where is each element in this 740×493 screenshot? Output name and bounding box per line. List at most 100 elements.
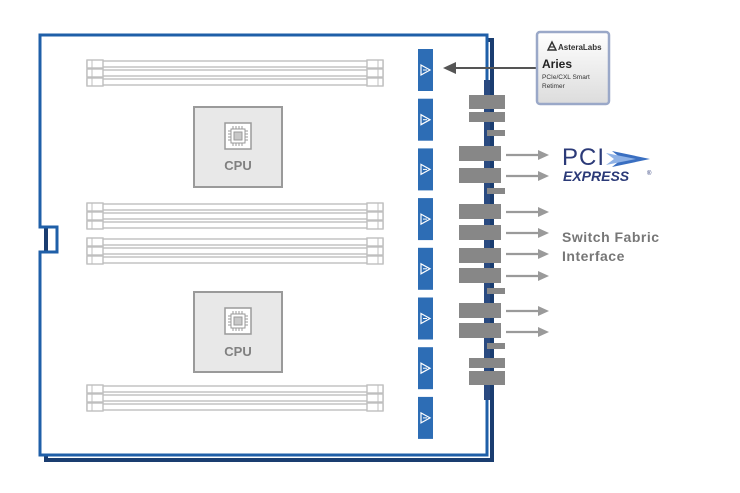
aries-chip-card: AsteraLabs Aries PCIe/CXL Smart Retimer	[535, 30, 611, 106]
arrow-head-icon	[538, 171, 549, 181]
connector-block	[459, 168, 501, 183]
retimer-arrow-icon	[420, 312, 432, 325]
memory-slot	[86, 402, 384, 412]
connector-block	[459, 248, 501, 263]
memory-slot	[86, 68, 384, 78]
fabric-label-line2: Interface	[562, 248, 625, 264]
astera-logo-icon	[546, 40, 558, 51]
memory-slot	[86, 211, 384, 221]
connector-block	[459, 204, 501, 219]
slot-latch-right	[366, 237, 384, 247]
slot-latch-right	[366, 77, 384, 87]
connector-block	[459, 146, 501, 161]
retimer-arrow-icon	[420, 262, 432, 275]
output-arrow	[506, 249, 549, 259]
slot-body	[86, 60, 384, 68]
retimer-arrow-icon	[420, 411, 432, 424]
slot-body	[86, 256, 384, 264]
slot-body	[86, 212, 384, 220]
slot-latch-left	[86, 402, 104, 412]
callout-arrow	[443, 62, 538, 74]
memory-slot	[86, 59, 384, 69]
output-arrow	[506, 228, 549, 238]
pci-logo-mark: ®	[647, 170, 652, 177]
connector-block	[469, 358, 505, 368]
slot-latch-right	[366, 220, 384, 230]
memory-slot	[86, 220, 384, 230]
slot-latch-left	[86, 384, 104, 394]
card-product: Aries	[542, 57, 572, 71]
connector-block	[487, 288, 505, 294]
output-arrow	[506, 306, 549, 316]
slot-latch-left	[86, 68, 104, 78]
output-arrow	[506, 171, 549, 181]
retimer-chip	[418, 347, 433, 390]
cpu-label: CPU	[224, 158, 251, 173]
pci-logo-top: PCI	[562, 144, 605, 171]
retimer-arrow-icon	[420, 63, 432, 77]
slot-latch-right	[366, 211, 384, 221]
retimer-arrow-icon	[420, 213, 432, 226]
arrow-head-icon	[538, 207, 549, 217]
slot-latch-right	[366, 202, 384, 212]
cpu-2: CPU	[193, 291, 283, 373]
arrow-head-icon	[538, 228, 549, 238]
slot-body	[86, 203, 384, 211]
slot-latch-left	[86, 246, 104, 256]
output-arrow	[506, 207, 549, 217]
slot-latch-right	[366, 246, 384, 256]
pci-express-logo: PCI EXPRESS ®	[562, 144, 652, 184]
slot-body	[86, 403, 384, 411]
slot-latch-left	[86, 59, 104, 69]
arrow-head-icon	[538, 249, 549, 259]
slot-body	[86, 385, 384, 393]
output-arrow	[506, 271, 549, 281]
slot-latch-left	[86, 202, 104, 212]
output-arrow	[506, 150, 549, 160]
card-desc-line1: PCIe/CXL Smart	[542, 74, 590, 81]
memory-slots	[86, 59, 384, 412]
slot-latch-left	[86, 393, 104, 403]
slot-latch-right	[366, 393, 384, 403]
slot-latch-right	[366, 384, 384, 394]
arrow-head-icon	[443, 62, 456, 74]
slot-body	[86, 69, 384, 77]
fabric-label-line1: Switch Fabric	[562, 229, 660, 245]
card-desc-line2: Retimer	[542, 83, 566, 90]
cpu-label: CPU	[224, 344, 251, 359]
retimer-arrow-icon	[420, 113, 432, 126]
memory-slot	[86, 393, 384, 403]
retimer-chip	[418, 148, 433, 191]
connector-block	[459, 268, 501, 283]
connector-block	[487, 343, 505, 349]
memory-slot	[86, 237, 384, 247]
connector-block	[487, 130, 505, 136]
memory-slot	[86, 202, 384, 212]
slot-body	[86, 394, 384, 402]
retimer-chip	[418, 98, 433, 141]
retimer-chip	[418, 49, 433, 91]
memory-slot	[86, 255, 384, 265]
pci-logo-bottom: EXPRESS	[563, 168, 630, 184]
arrow-head-icon	[538, 327, 549, 337]
connector-block	[469, 112, 505, 122]
cpu-1: CPU	[193, 106, 283, 188]
cpu-chip-icon	[228, 126, 248, 146]
slot-body	[86, 238, 384, 246]
slot-body	[86, 78, 384, 86]
connector-block	[469, 371, 505, 385]
connector-block	[469, 95, 505, 109]
slot-latch-right	[366, 68, 384, 78]
slot-latch-left	[86, 255, 104, 265]
output-arrow	[506, 327, 549, 337]
retimer-chip	[418, 396, 433, 439]
connector-blocks	[459, 95, 505, 385]
cpu-chip-icon	[228, 311, 248, 331]
memory-slot	[86, 246, 384, 256]
slot-latch-right	[366, 402, 384, 412]
retimer-arrow-icon	[420, 163, 432, 176]
connector-block	[459, 303, 501, 318]
slot-latch-left	[86, 77, 104, 87]
memory-slot	[86, 77, 384, 87]
